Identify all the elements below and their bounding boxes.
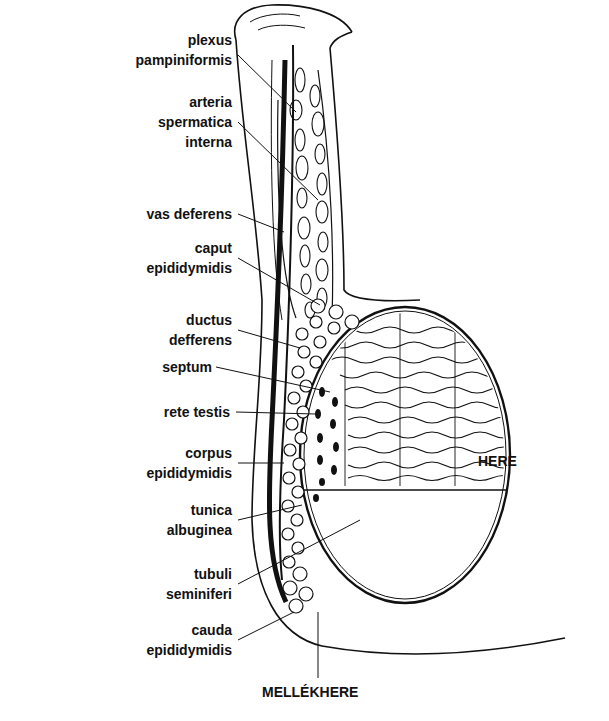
part-label: arteria spermatica interna: [158, 92, 232, 152]
part-label: corpus epididymidis: [146, 443, 232, 483]
organ-label: MELLÉKHERE: [262, 682, 358, 702]
part-label: cauda epididymidis: [146, 620, 232, 660]
part-label: rete testis: [164, 402, 230, 422]
part-label: caput epididymidis: [146, 238, 232, 278]
part-label: vas deferens: [146, 204, 232, 224]
organ-label: HERE: [478, 451, 517, 471]
part-label: tunica albuginea: [167, 500, 232, 540]
part-label: tubuli seminiferi: [166, 564, 232, 604]
part-label: septum: [162, 357, 212, 377]
part-label: plexus pampiniformis: [136, 30, 232, 70]
part-label: ductus defferens: [169, 310, 232, 350]
